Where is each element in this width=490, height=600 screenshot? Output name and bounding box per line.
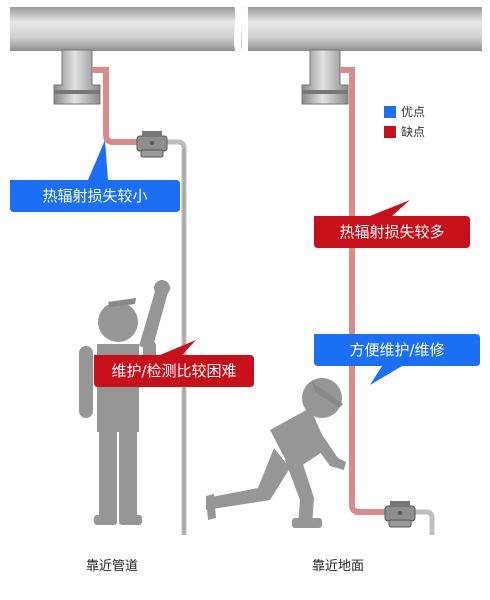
right-maint-text: 方便维护/维修 bbox=[349, 341, 445, 359]
disadvantage-label: 缺点 bbox=[401, 125, 426, 139]
left-maint-text: 维护/检测比较困难 bbox=[111, 362, 237, 380]
standing-worker bbox=[79, 280, 170, 525]
right-drain-line bbox=[410, 509, 435, 535]
right-steam-trap bbox=[384, 501, 416, 528]
right-caption: 靠近地面 bbox=[312, 559, 365, 574]
left-trap-line bbox=[92, 67, 140, 145]
left-maint-bubble bbox=[94, 340, 254, 387]
right-heat-text: 热辐射损失较多 bbox=[339, 223, 445, 241]
left-drain-line bbox=[160, 139, 187, 535]
disadvantage-swatch bbox=[384, 125, 396, 138]
right-drip-leg bbox=[301, 49, 349, 105]
main-steam-pipe bbox=[10, 0, 482, 60]
legend-advantage: 优点 bbox=[384, 103, 425, 120]
advantage-label: 优点 bbox=[401, 105, 426, 119]
right-trap-line bbox=[340, 67, 388, 515]
left-caption: 靠近管道 bbox=[86, 559, 139, 574]
right-maint-bubble bbox=[314, 334, 480, 385]
left-heat-bubble bbox=[10, 140, 180, 212]
legend-disadvantage: 缺点 bbox=[384, 123, 425, 140]
left-heat-text: 热辐射损失较小 bbox=[42, 187, 148, 205]
right-heat-bubble bbox=[314, 200, 470, 248]
kneeling-worker bbox=[206, 378, 346, 528]
left-steam-trap bbox=[136, 131, 168, 158]
left-drip-leg bbox=[53, 49, 101, 105]
advantage-swatch bbox=[384, 105, 396, 118]
